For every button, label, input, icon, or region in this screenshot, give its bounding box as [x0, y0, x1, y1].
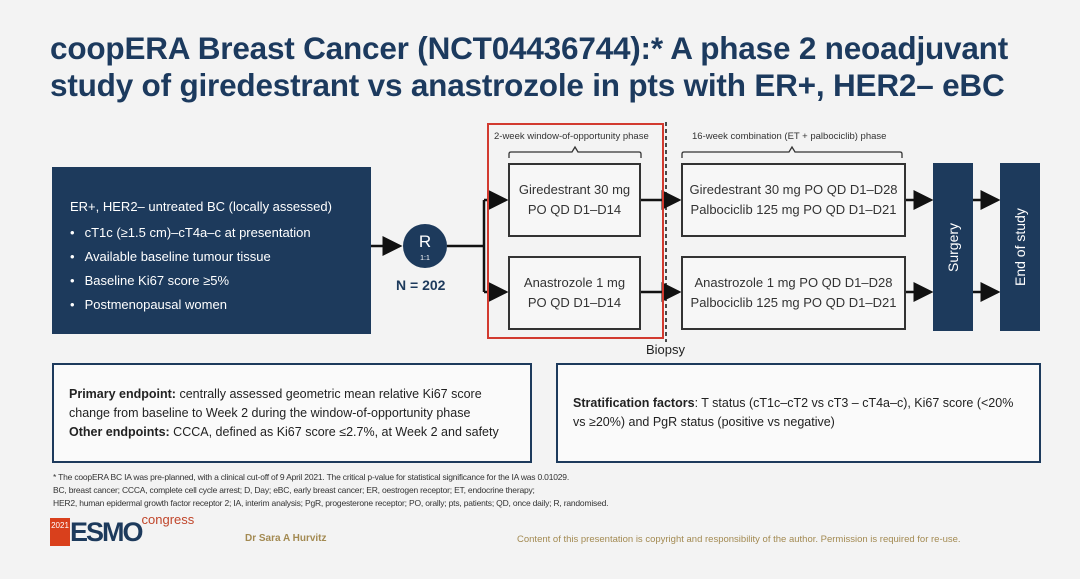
eligibility-box: ER+, HER2– untreated BC (locally assesse…	[52, 167, 371, 334]
randomization-circle: R 1:1	[403, 224, 447, 268]
esmo-logo: 2021 ESMO congress	[50, 512, 195, 547]
window-phase-label: 2-week window-of-opportunity phase	[494, 131, 649, 142]
surgery-bar: Surgery	[933, 163, 973, 331]
sample-size: N = 202	[396, 277, 446, 293]
footnotes: * The coopERA BC IA was pre-planned, wit…	[53, 472, 609, 508]
presenter-name: Dr Sara A Hurvitz	[245, 533, 327, 544]
window-phase-highlight	[487, 123, 664, 339]
combination-phase-label: 16-week combination (ET + palbociclib) p…	[692, 131, 887, 142]
end-of-study-bar: End of study	[1000, 163, 1040, 331]
copyright-notice: Content of this presentation is copyrigh…	[517, 534, 961, 545]
endpoints-box: Primary endpoint: centrally assessed geo…	[52, 363, 532, 463]
eligibility-item: Available baseline tumour tissue	[70, 245, 353, 269]
window-brace	[508, 145, 642, 158]
combination-brace	[681, 145, 903, 158]
stratification-box: Stratification factors: T status (cT1c–c…	[556, 363, 1041, 463]
eligibility-item: cT1c (≥1.5 cm)–cT4a–c at presentation	[70, 221, 353, 245]
eligibility-item: Postmenopausal women	[70, 293, 353, 317]
slide-title: coopERA Breast Cancer (NCT04436744):* A …	[50, 30, 1009, 103]
biopsy-label: Biopsy	[646, 342, 686, 357]
eligibility-item: Baseline Ki67 score ≥5%	[70, 269, 353, 293]
